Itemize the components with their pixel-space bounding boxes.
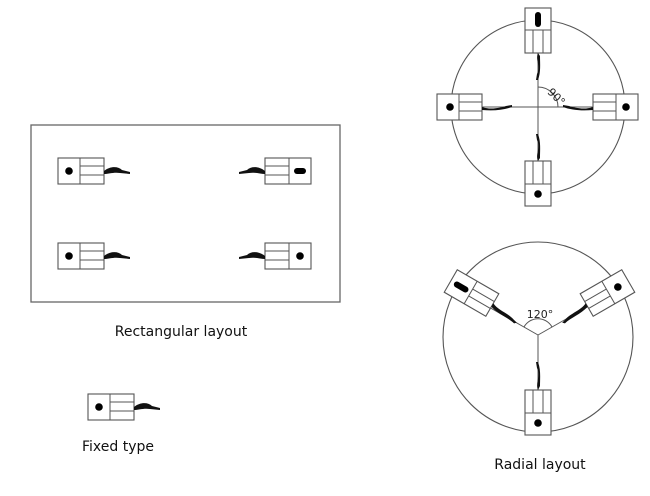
rectangular-layout: Rectangular layout (30, 124, 341, 340)
sensor-upper-left (443, 268, 517, 324)
sensor-left (436, 93, 512, 121)
cable-icon (104, 252, 130, 259)
rectangular-layout-label: Rectangular layout (115, 324, 248, 340)
radial-layout-label: Radial layout (494, 457, 586, 473)
cable-icon (239, 167, 265, 174)
cable-icon (104, 167, 130, 174)
sensor-bottom (524, 134, 552, 207)
mount-hole-icon (65, 167, 73, 175)
fixed-type-legend: Fixed type (82, 393, 160, 455)
sensor-top-right (239, 157, 312, 185)
radial-layout-three-point: 120° Radial layout (442, 241, 636, 473)
fixed-type-sensor-icon (87, 393, 160, 421)
sensor-right (563, 93, 639, 121)
sensor-upper-right (562, 268, 636, 324)
mount-slot-icon (294, 168, 306, 174)
sensor-top (524, 7, 552, 80)
sensor-bottom-left (57, 242, 130, 270)
mount-hole-icon (65, 252, 73, 260)
radial-layout-four-point: 90° (436, 7, 639, 207)
angle-120-label: 120° (527, 308, 554, 321)
cable-icon (239, 252, 265, 259)
angle-90-label: 90° (545, 86, 568, 109)
fixed-type-label: Fixed type (82, 439, 154, 455)
sensor-bottom (524, 362, 552, 436)
platform-rectangle (30, 124, 341, 303)
sensor-top-left (57, 157, 130, 185)
mount-hole-icon (296, 252, 304, 260)
sensor-bottom-right (239, 242, 312, 270)
